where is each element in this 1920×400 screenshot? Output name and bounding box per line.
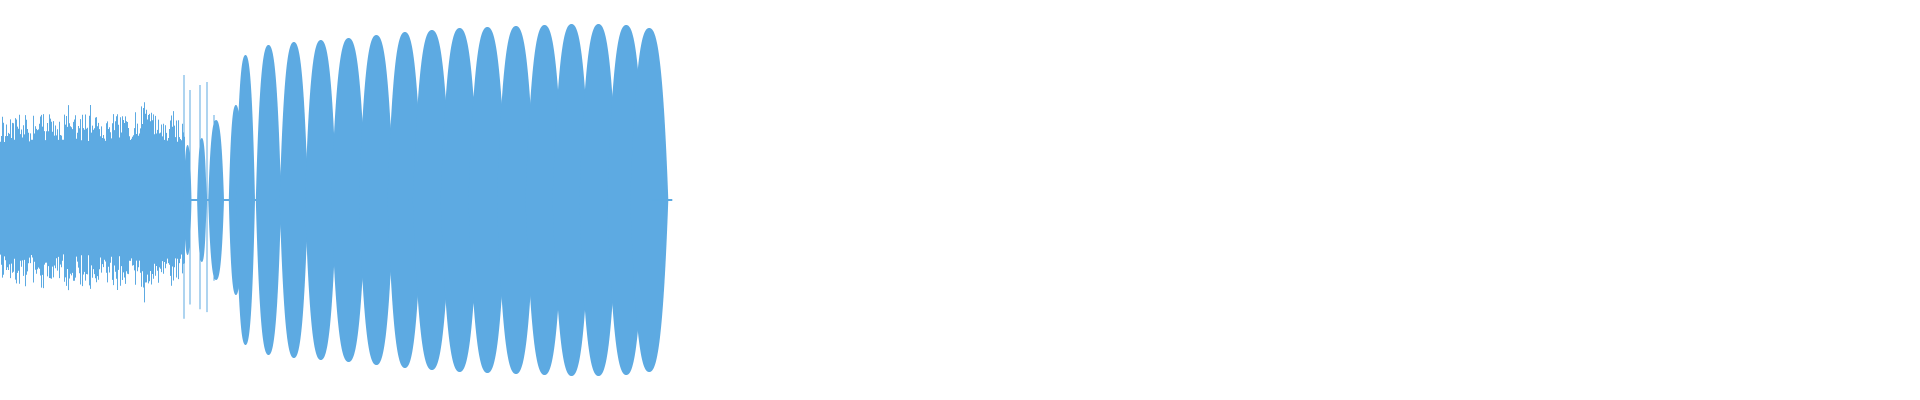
waveform-pulse-segment	[179, 24, 673, 376]
noise-sample-lines	[0, 75, 215, 319]
waveform-noise-segment	[0, 75, 215, 319]
